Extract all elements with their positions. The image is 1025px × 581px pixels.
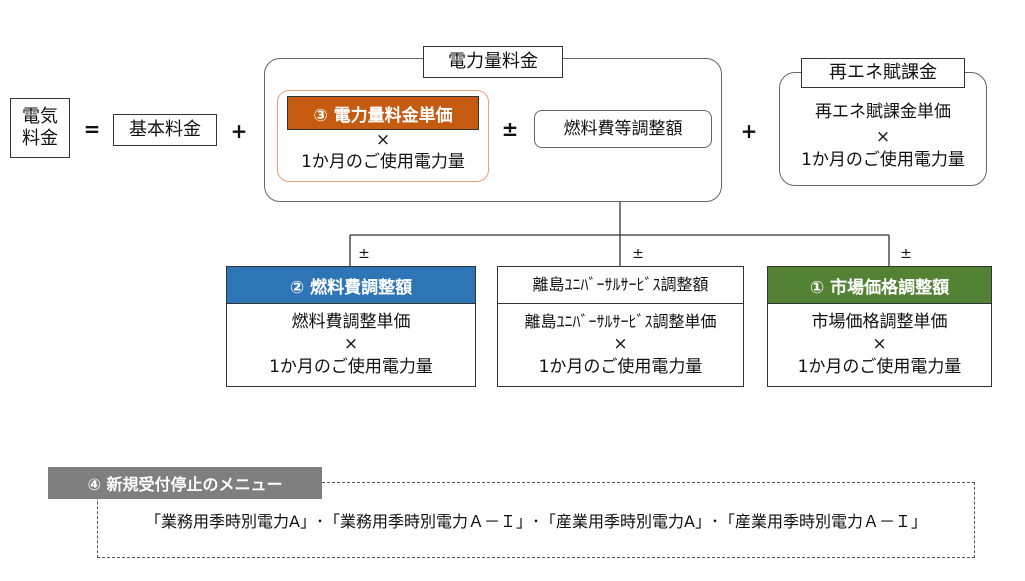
- island-adjust-times: ×: [613, 333, 628, 354]
- discontinued-menu-title: ④ 新規受付停止のメニュー: [48, 467, 322, 499]
- fuel-adjust-box: 燃料費等調整額: [534, 110, 712, 148]
- unit-price-usage: 1か月のご使用電力量: [301, 151, 465, 172]
- island-adjust-usage: 1か月のご使用電力量: [538, 356, 703, 377]
- renewable-group: [779, 72, 987, 186]
- fuel-adjust-header: ② 燃料費調整額: [226, 266, 476, 304]
- plus-sign-1: +: [230, 119, 248, 143]
- market-adjust-usage: 1か月のご使用電力量: [797, 356, 962, 377]
- base-fee-box: 基本料金: [113, 114, 217, 146]
- adjust-sign-island: ±: [632, 246, 644, 262]
- unit-price-times: ×: [375, 129, 391, 150]
- plus-sign-2: +: [740, 119, 758, 143]
- fuel-adjust-line1: 燃料費調整単価: [291, 311, 411, 332]
- electricity-fee-line2: 料金: [22, 128, 58, 149]
- adjust-sign-fuel: ±: [358, 246, 370, 262]
- island-adjust-line1: 離島ﾕﾆﾊﾞｰｻﾙｻｰﾋﾞｽ調整単価: [524, 312, 717, 331]
- equals-sign: =: [83, 117, 101, 141]
- renewable-title: 再エネ賦課金: [801, 58, 965, 88]
- island-adjust-card: [497, 266, 744, 387]
- fuel-adjust-usage: 1か月のご使用電力量: [269, 356, 433, 377]
- fuel-adjust-times: ×: [343, 333, 359, 354]
- unit-price-header: ③ 電力量料金単価: [287, 96, 479, 130]
- renewable-usage: 1か月のご使用電力量: [801, 149, 965, 170]
- renewable-line1: 再エネ賦課金単価: [815, 101, 951, 122]
- electricity-fee-line1: 電気: [22, 106, 58, 127]
- market-adjust-line1: 市場価格調整単価: [811, 311, 948, 332]
- adjust-sign-market: ±: [900, 246, 912, 262]
- electricity-fee-box: 電気 料金: [10, 98, 70, 158]
- plus-minus-sign: ±: [501, 117, 519, 141]
- market-adjust-header: ① 市場価格調整額: [767, 266, 992, 304]
- renewable-times: ×: [875, 126, 891, 147]
- discontinued-menu-text: 「業務用季時別電力A」･「業務用季時別電力Ａ－Ｉ」･「産業用季時別電力A」･「産…: [145, 512, 927, 531]
- island-adjust-header: 離島ﾕﾆﾊﾞｰｻﾙｻｰﾋﾞｽ調整額: [497, 266, 744, 304]
- energy-charge-title: 電力量料金: [423, 46, 563, 78]
- market-adjust-times: ×: [872, 333, 887, 354]
